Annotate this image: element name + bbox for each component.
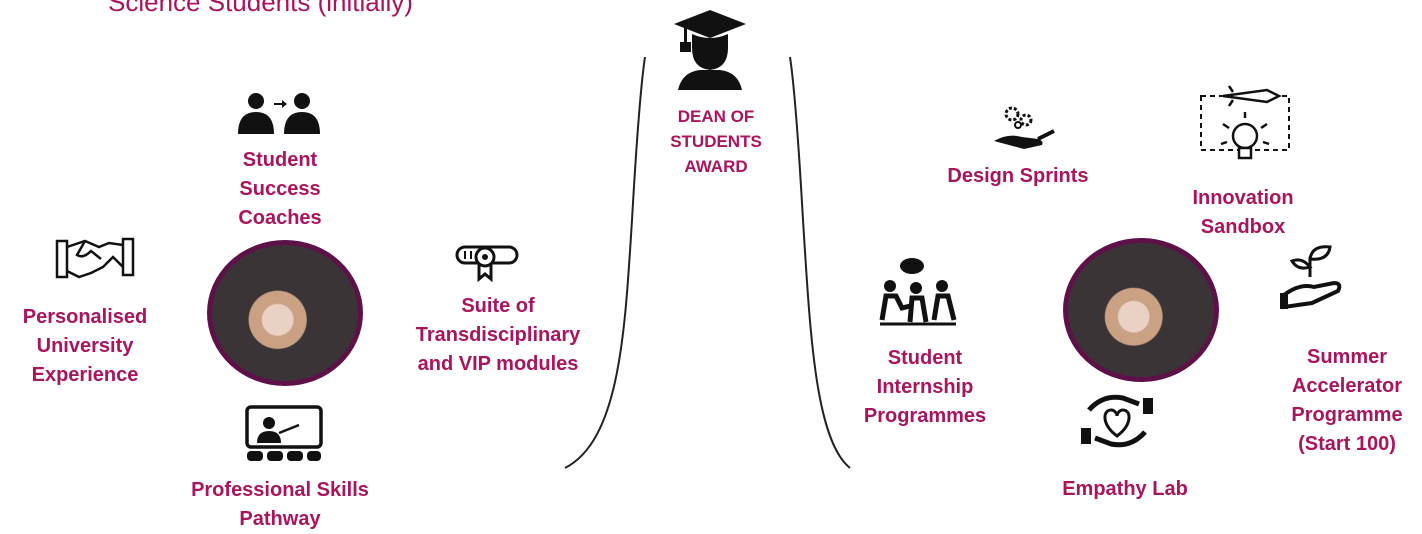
top-title: Science Students (initially) <box>108 0 413 17</box>
dean-award-label: DEAN OF STUDENTS AWARD <box>670 107 762 176</box>
summer-accelerator-label: Summer Accelerator Programme (Start 100) <box>1291 346 1403 455</box>
heart-hands-icon <box>1081 394 1153 448</box>
student-success-coaches-label: Student Success Coaches <box>238 149 322 229</box>
left-curve-line <box>564 56 646 469</box>
transdisciplinary-modules-label: Suite of Transdisciplinary and VIP modul… <box>415 295 581 375</box>
professional-skills-label: Professional Skills Pathway <box>191 479 369 530</box>
right-curve-line <box>789 56 851 469</box>
handshake-icon <box>55 237 135 279</box>
student-internship-label: Student Internship Programmes <box>863 347 987 427</box>
plant-hand-icon <box>1280 245 1342 310</box>
student-photo-left <box>207 240 363 386</box>
personalised-experience-label: Personalised University Experience <box>22 306 148 386</box>
graduate-icon <box>674 10 746 90</box>
student-photo-right <box>1063 238 1219 382</box>
rocket-lightbulb-icon <box>1200 85 1290 160</box>
certificate-scroll-icon <box>455 245 519 283</box>
presentation-teacher-icon <box>245 405 323 461</box>
design-sprints-label: Design Sprints <box>947 165 1089 187</box>
coaching-people-icon <box>238 93 320 134</box>
group-discussion-icon <box>879 258 957 326</box>
empathy-lab-label: Empathy Lab <box>1062 478 1188 500</box>
gears-hand-icon <box>994 106 1055 149</box>
innovation-sandbox-label: Innovation Sandbox <box>1192 187 1294 238</box>
